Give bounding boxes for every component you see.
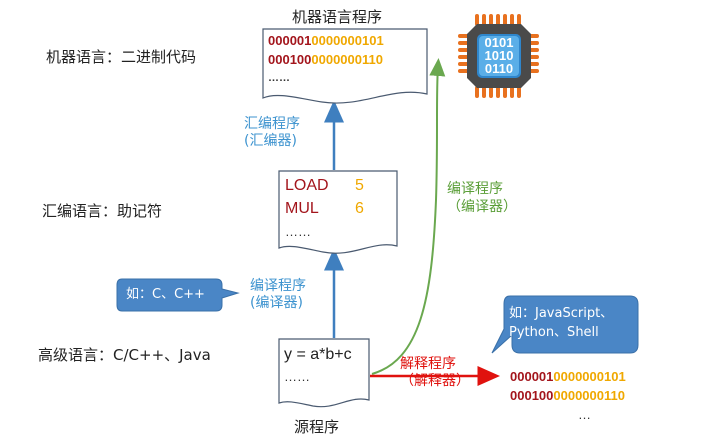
output-line-2: 0001000000000110	[510, 388, 625, 403]
level-machine-label: 机器语言：二进制代码	[46, 48, 197, 66]
machine-program-title: 机器语言程序	[292, 8, 383, 26]
machine-ellipsis: ……	[268, 72, 290, 84]
compiler-arrow-to-machine	[371, 58, 446, 375]
compiled-examples-bubble: 如：C、C++	[116, 278, 240, 312]
assembler-label: 汇编程序 (汇编器)	[244, 116, 300, 149]
chip-line-3: 0110	[484, 61, 514, 76]
source-ellipsis: ……	[284, 369, 310, 384]
compiler-to-asm-label: 编译程序 (编译器)	[250, 278, 306, 311]
asm-ellipsis: ……	[285, 224, 311, 239]
output-ellipsis: …	[578, 407, 591, 422]
level-high-label: 高级语言：C/C++、Java	[38, 346, 211, 364]
level-assembly-label: 汇编语言：助记符	[42, 202, 163, 220]
output-line-1: 0000010000000101	[510, 369, 626, 384]
source-code-line: y = a*b+c	[284, 346, 352, 363]
chip-line-2: 1010	[484, 48, 514, 63]
machine-line-2: 0001000000000110	[268, 52, 383, 67]
interpreted-output: 0000010000000101 0001000000000110 …	[510, 367, 626, 424]
compiler-to-machine-label: 编译程序 （编译器）	[447, 181, 517, 215]
interpreted-examples-bubble: 如：JavaScript、 Python、Shell	[490, 295, 640, 357]
chip-line-1: 0101	[484, 35, 514, 50]
interpreter-label: 解释程序 （解释器）	[400, 356, 470, 389]
source-program-doc: y = a*b+c ……	[278, 338, 370, 410]
machine-program-doc: 0000010000000101 0001000000000110 ……	[262, 28, 428, 106]
source-program-title: 源程序	[294, 418, 340, 436]
machine-line-1: 0000010000000101	[268, 33, 384, 48]
cpu-chip-icon: 0101 1010 0110	[455, 10, 545, 102]
